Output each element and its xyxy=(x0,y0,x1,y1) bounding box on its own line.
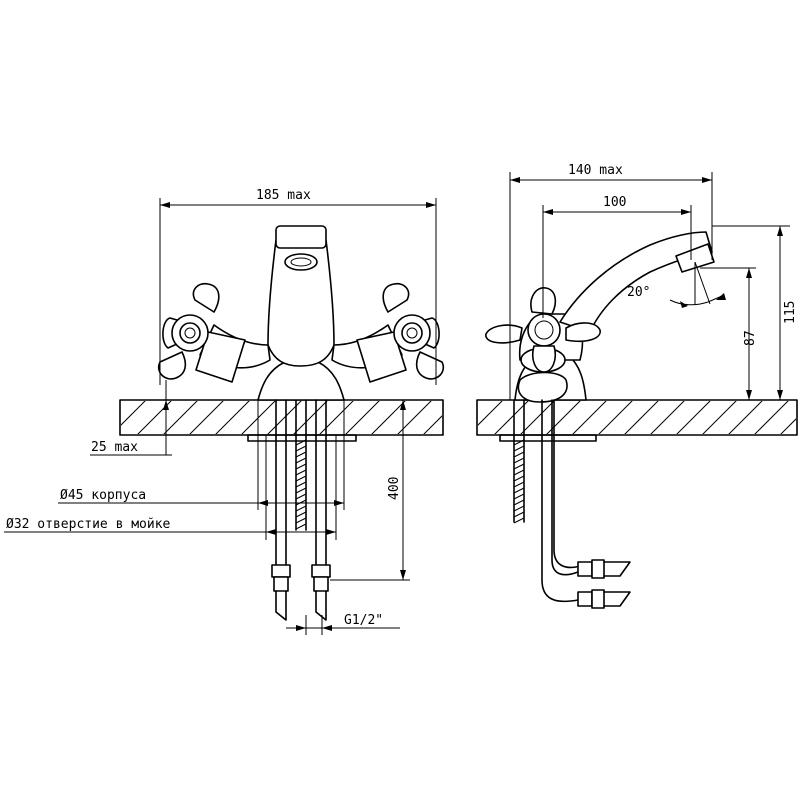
dim-total-height: 115 xyxy=(783,301,798,324)
dim-front-width: 185 max xyxy=(256,188,311,203)
thread-line xyxy=(513,451,525,458)
hatch-line xyxy=(319,401,354,434)
hatch-line xyxy=(121,401,146,426)
thread-line xyxy=(295,487,307,494)
dim-spout-height: 87 xyxy=(743,330,758,346)
dim-sink-hole-diameter: Ø32 отверстие в мойке xyxy=(6,517,171,532)
side-countertop xyxy=(442,399,798,442)
hatch-line xyxy=(780,418,796,434)
thread-line xyxy=(513,469,525,476)
thread-line xyxy=(295,445,307,452)
front-countertop xyxy=(85,399,510,442)
hatch-line xyxy=(494,401,529,434)
thread-line xyxy=(513,481,525,488)
hatch-line xyxy=(423,415,442,434)
hatch-line xyxy=(345,401,380,434)
dim-body-diameter: Ø45 корпуса xyxy=(60,488,146,503)
side-dimensions: 140 max 100 115 87 xyxy=(509,163,798,400)
front-mixer-body xyxy=(195,225,407,401)
side-view: 140 max 100 115 87 xyxy=(442,163,798,609)
thread-line xyxy=(295,457,307,464)
thread-line xyxy=(295,517,307,524)
dim-spout-reach: 100 xyxy=(603,195,626,210)
hatch-line xyxy=(676,401,711,434)
thread-line xyxy=(513,505,525,512)
front-left-cross-handle xyxy=(158,282,220,380)
thread-line xyxy=(513,475,525,482)
hatch-line xyxy=(702,401,737,434)
thread-line xyxy=(513,499,525,506)
dim-hose-length: 400 xyxy=(387,477,402,500)
thread-line xyxy=(295,451,307,458)
hatch-line xyxy=(215,401,250,434)
front-dimensions: 185 max 25 max Ø45 корпуса Ø32 отверстие… xyxy=(4,188,437,635)
hatch-line xyxy=(449,400,484,435)
hatch-line xyxy=(754,401,789,434)
side-mixer-body xyxy=(514,231,715,403)
thread-line xyxy=(513,445,525,452)
dim-thread-below-deck: 25 max xyxy=(91,440,138,455)
thread-line xyxy=(295,511,307,518)
front-right-cross-handle xyxy=(382,282,444,380)
hatch-line xyxy=(371,401,406,434)
hatch-line xyxy=(650,401,685,434)
dim-side-width: 140 max xyxy=(568,163,623,178)
thread-line xyxy=(295,475,307,482)
hatch-line xyxy=(520,401,555,434)
thread-line xyxy=(295,439,307,446)
hatch-line xyxy=(624,401,659,434)
thread-line xyxy=(295,523,307,530)
thread-line xyxy=(295,493,307,500)
hatch-line xyxy=(478,401,503,426)
hatch-line xyxy=(189,401,224,434)
hatch-line xyxy=(442,400,477,435)
dim-connection-thread: G1/2" xyxy=(344,613,383,628)
thread-line xyxy=(295,463,307,470)
thread-line xyxy=(513,493,525,500)
thread-line xyxy=(513,487,525,494)
hatch-line xyxy=(572,401,607,434)
thread-line xyxy=(513,439,525,446)
dim-spout-angle: 20° xyxy=(627,285,650,300)
hatch-line xyxy=(85,400,120,435)
thread-line xyxy=(295,505,307,512)
thread-line xyxy=(513,457,525,464)
hatch-line xyxy=(598,401,633,434)
hatch-line xyxy=(728,401,763,434)
hatch-line xyxy=(293,401,328,434)
front-view: 185 max 25 max Ø45 корпуса Ø32 отверстие… xyxy=(4,188,510,635)
hatch-line xyxy=(163,401,198,434)
side-under-deck-parts xyxy=(513,399,631,609)
front-under-deck-parts xyxy=(271,399,331,621)
hatch-line xyxy=(475,400,510,435)
thread-line xyxy=(513,463,525,470)
thread-line xyxy=(295,481,307,488)
thread-line xyxy=(513,511,525,518)
thread-line xyxy=(513,517,525,524)
thread-line xyxy=(295,469,307,476)
